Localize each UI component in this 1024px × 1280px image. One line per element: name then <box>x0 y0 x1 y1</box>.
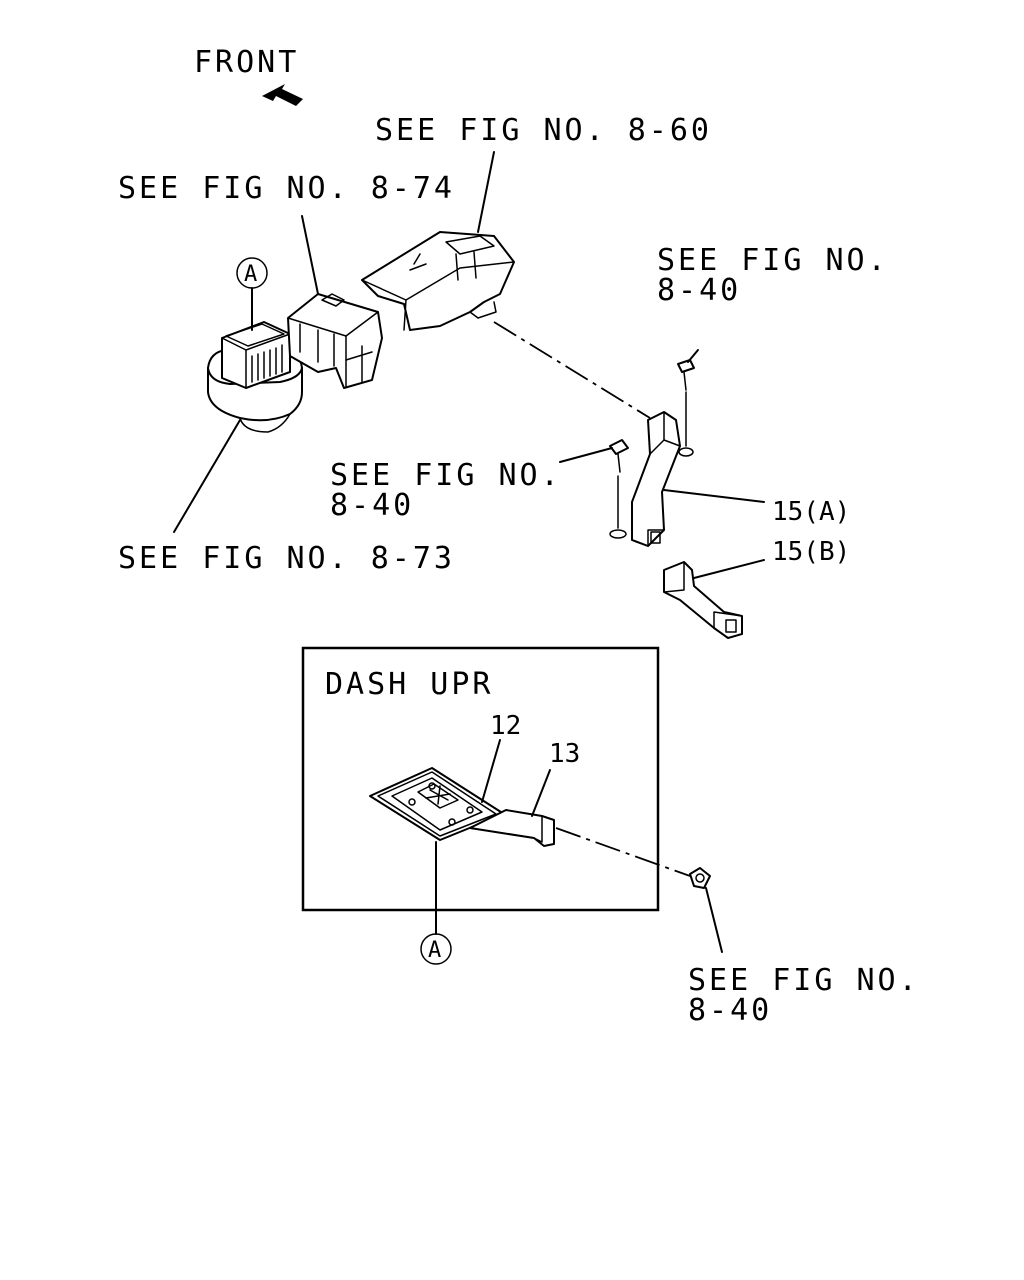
screw-mid <box>559 439 629 539</box>
callout-fig-8-40-bottom-line2: 8-40 <box>688 993 772 1028</box>
reference-marker-circle-bottom <box>420 933 452 965</box>
inset-dash-upr-title: DASH UPR <box>325 667 494 702</box>
part-15a-label: 15(A) <box>772 497 850 527</box>
reference-marker-bottom: A <box>428 938 441 963</box>
air-duct-unit <box>361 151 515 331</box>
front-arrow-icon <box>262 84 303 106</box>
heater-unit <box>287 215 383 389</box>
front-label: FRONT <box>194 45 299 80</box>
callout-fig-8-40-mid-line1: SEE FIG NO. <box>330 458 562 493</box>
clip-nut <box>689 867 723 953</box>
callout-fig-8-40-mid-line2: 8-40 <box>330 488 414 523</box>
bracket-part-13 <box>469 769 555 847</box>
blower-assembly: A <box>207 257 303 433</box>
screw-right <box>677 349 699 457</box>
callout-fig-8-60: SEE FIG NO. 8-60 <box>375 113 712 148</box>
duct-15b <box>663 559 765 639</box>
callout-fig-8-40-right-line1: SEE FIG NO. <box>657 243 889 278</box>
part-15b-label: 15(B) <box>772 537 850 567</box>
part-13-label: 13 <box>549 739 580 769</box>
callout-fig-8-73: SEE FIG NO. 8-73 <box>118 541 455 576</box>
reference-marker-top: A <box>244 262 257 287</box>
callout-fig-8-74: SEE FIG NO. 8-74 <box>118 171 455 206</box>
grille-part-12 <box>369 739 505 935</box>
part-12-label: 12 <box>490 711 521 741</box>
callout-fig-8-40-right-line2: 8-40 <box>657 273 741 308</box>
callout-fig-8-40-bottom-line1: SEE FIG NO. <box>688 963 920 998</box>
inset-dash-upr-frame <box>301 646 660 912</box>
duct-15a <box>631 411 765 547</box>
